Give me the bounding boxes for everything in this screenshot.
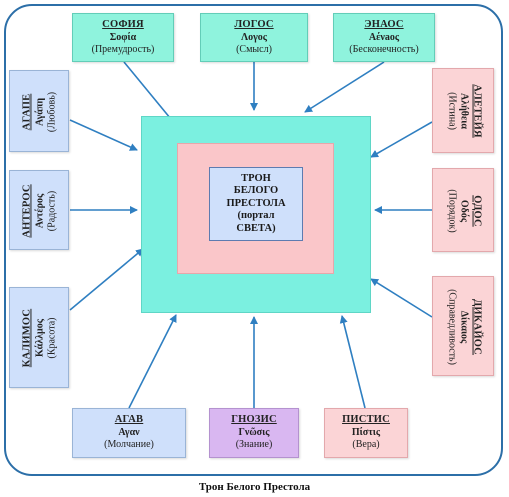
box-meaning: (Радость): [46, 190, 58, 232]
box-greek: Λογος: [240, 31, 268, 43]
box-title: АНТЕРОС: [21, 184, 33, 238]
arrow-kalimos: [69, 248, 144, 311]
box-meaning: (Справедливость): [446, 289, 458, 365]
diagram-frame: [4, 4, 503, 476]
box-agape: АГАПЕ Αγάπη (Любовь): [9, 70, 69, 152]
throne-line-3: ПРЕСТОЛА: [226, 197, 286, 209]
throne-line-4: (портал: [237, 210, 275, 222]
box-title: ЛОГОС: [234, 18, 274, 30]
box-meaning: (Любовь): [46, 91, 58, 133]
box-title: ПИСТИС: [342, 414, 390, 426]
box-greek: Οδός: [458, 199, 470, 223]
box-odos-text: ОДОС Οδός (Порядок): [445, 189, 483, 233]
box-kalimos-text: КАЛИМОС Κάλλμος (Красота): [21, 309, 58, 367]
box-logos: ЛОГОС Λογος (Смысл): [200, 13, 308, 62]
box-meaning: (Порядок): [446, 189, 458, 233]
box-anteros-text: АНТЕРОС Αντέρος (Радость): [21, 184, 58, 237]
arrow-pistis: [339, 315, 366, 409]
box-greek: Αγαν: [118, 427, 140, 439]
box-title: ОДОС: [471, 195, 483, 227]
box-odos: ОДОС Οδός (Порядок): [432, 168, 494, 252]
throne-line-5: СВЕТА): [236, 222, 276, 234]
box-greek: Αντέρος: [34, 193, 46, 229]
box-title: СОФИЯ: [102, 18, 144, 30]
box-title: ГНОЗИС: [231, 414, 277, 426]
arrow-enaos: [304, 61, 385, 113]
arrow-agav: [128, 314, 177, 409]
box-greek: Aένaος: [368, 31, 400, 43]
box-gnozis: ГНОЗИС Γνῶσις (Знание): [209, 408, 299, 458]
box-meaning: (Молчание): [104, 439, 154, 451]
throne-box: ТРОН БЕЛОГО ПРЕСТОЛА (портал СВЕТА): [209, 167, 303, 241]
box-title: АГАПЕ: [21, 93, 33, 131]
arrow-aletheia: [370, 121, 433, 158]
box-greek: Σοφία: [109, 31, 137, 43]
box-anteros: АНТЕРОС Αντέρος (Радость): [9, 170, 69, 250]
box-sofia: СОФИЯ Σοφία (Премудрость): [72, 13, 174, 62]
box-title: КАЛИМОС: [21, 308, 33, 368]
box-greek: Γνῶσις: [238, 427, 270, 439]
box-dikaios: ДИКАЙОС Δίκαιος (Справедливость): [432, 276, 494, 376]
throne-line-2: БЕЛОГО: [233, 185, 279, 197]
box-title: ЭНАОС: [364, 18, 404, 30]
box-dikaios-text: ДИКАЙОС Δίκαιος (Справедливость): [445, 289, 483, 365]
box-title: АГАВ: [114, 414, 144, 426]
diagram-caption: Трон Белого Престола: [198, 481, 311, 493]
box-meaning: (Бесконечность): [349, 43, 419, 55]
box-greek: Αγάπη: [34, 97, 46, 127]
box-kalimos: КАЛИМОС Κάλλμος (Красота): [9, 287, 69, 388]
box-meaning: (Истина): [446, 92, 458, 130]
box-aletheia: АЛЕТЕЙЯ Αλήθεια (Истина): [432, 68, 494, 153]
box-meaning: (Премудрость): [91, 43, 155, 55]
box-meaning: (Красота): [46, 317, 58, 359]
box-enaos: ЭНАОС Aένaος (Бесконечность): [333, 13, 435, 62]
box-pistis: ПИСТИС Πίστις (Вера): [324, 408, 408, 458]
box-title: ДИКАЙОС: [471, 298, 483, 356]
throne-line-1: ТРОН: [241, 173, 271, 185]
box-greek: Αλήθεια: [458, 92, 470, 129]
box-title: АЛЕТЕЙЯ: [471, 84, 483, 138]
box-meaning: (Вера): [352, 439, 380, 451]
box-meaning: (Знание): [235, 439, 273, 451]
box-greek: Πίστις: [351, 427, 381, 439]
box-greek: Κάλλμος: [34, 319, 46, 357]
box-meaning: (Смысл): [236, 43, 272, 55]
box-agav: АГАВ Αγαν (Молчание): [72, 408, 186, 458]
box-agape-text: АГАПЕ Αγάπη (Любовь): [21, 92, 58, 132]
arrow-agape: [69, 119, 138, 151]
box-aletheia-text: АЛЕТЕЙЯ Αλήθεια (Истина): [445, 84, 483, 138]
box-greek: Δίκαιος: [458, 310, 470, 344]
arrow-dikaios: [370, 278, 433, 318]
